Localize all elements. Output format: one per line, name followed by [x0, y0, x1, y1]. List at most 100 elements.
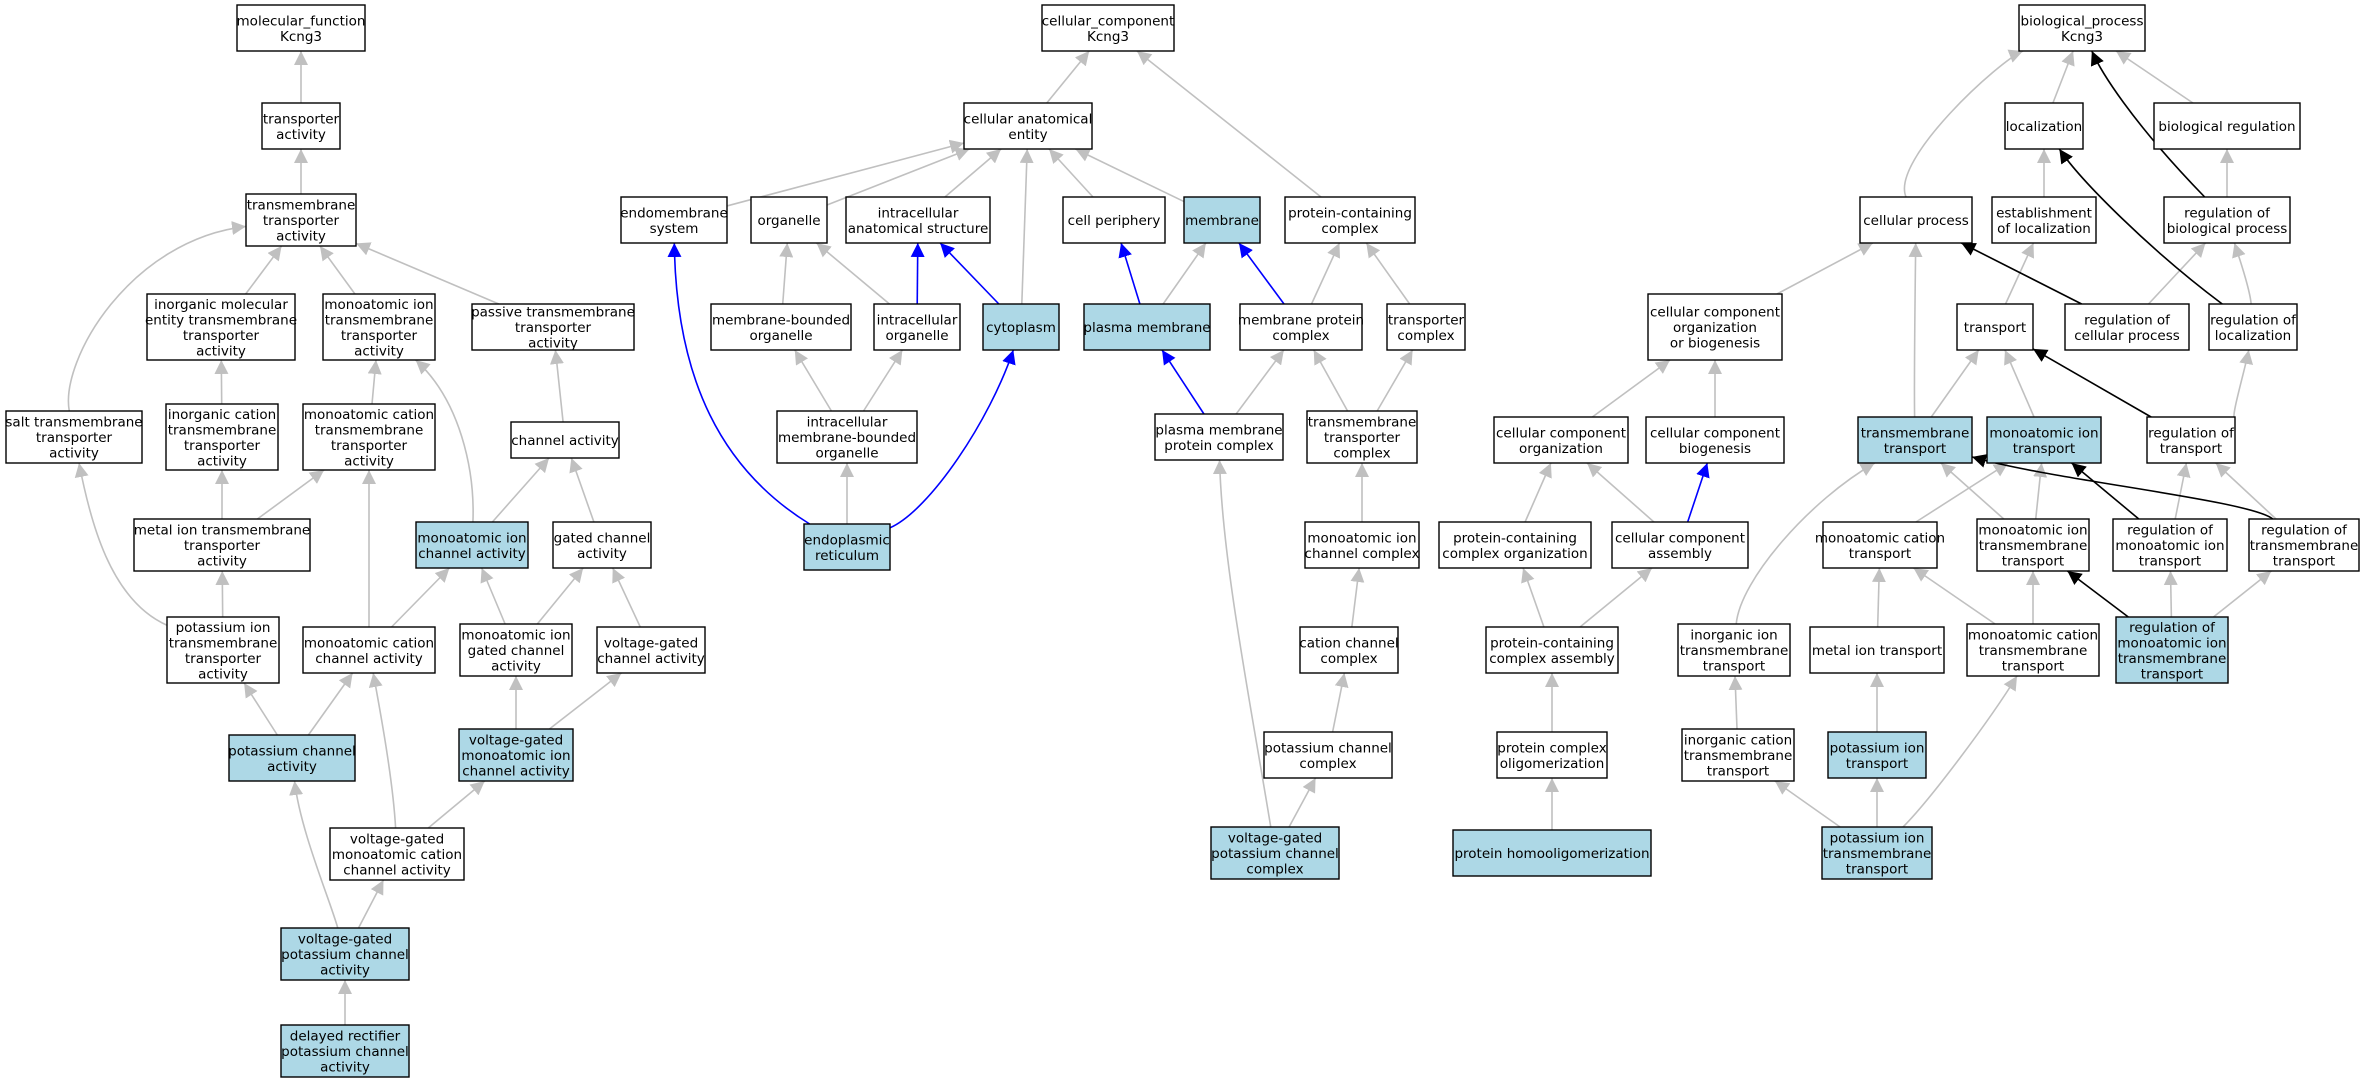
go-term-node-bp-transport[interactable]: transport: [1956, 303, 2034, 351]
go-term-node-cc-plasma-membrane[interactable]: plasma membrane: [1083, 303, 1211, 351]
edge-is-a-bp-inorg-cation-tm-transport-to-bp-inorg-ion-tm-transport: [1728, 675, 1743, 730]
go-term-label-line: transporter: [341, 328, 418, 344]
go-term-box: [133, 518, 311, 572]
go-term-label-line: regulation of: [2261, 523, 2348, 539]
go-term-node-bp-bio-regulation[interactable]: biological regulation: [2153, 102, 2301, 150]
go-term-label-line: transmembrane: [1861, 425, 1970, 441]
go-term-label-line: potassium channel: [281, 947, 409, 963]
go-term-node-bp-localization[interactable]: localization: [2004, 102, 2084, 150]
edge-is-a-bp-pc-complex-assembly-to-bp-pc-complex-org: [1521, 567, 1545, 628]
edge-is-a-cc-tm-transporter-complex-to-cc-transporter-complex: [1376, 349, 1414, 412]
go-term-node-cc-organelle[interactable]: organelle: [750, 196, 828, 244]
go-term-label-line: transmembrane: [1823, 846, 1932, 862]
go-term-label-line: voltage-gated: [604, 635, 698, 651]
go-term-label-line: monoatomic ion: [417, 530, 526, 546]
go-term-node-bp-metal-ion-transport[interactable]: metal ion transport: [1809, 626, 1945, 674]
go-term-label-line: transporter: [263, 213, 340, 229]
go-term-node-mf-channel[interactable]: channel activity: [510, 421, 620, 459]
go-term-node-cc-membrane[interactable]: membrane: [1183, 196, 1261, 244]
go-term-node-bp-protein-homooligomerization[interactable]: protein homooligomerization: [1452, 829, 1652, 877]
go-term-label-line: regulation of: [2084, 312, 2171, 328]
go-term-box: [146, 293, 296, 361]
go-term-node-bp-cellular-process[interactable]: cellular process: [1859, 196, 1973, 244]
go-term-label-line: assembly: [1648, 546, 1712, 562]
edge-is-a-bp-pc-complex-assembly-to-bp-cc-assembly: [1579, 567, 1653, 628]
go-term-box: [2112, 518, 2228, 572]
go-term-node-cc-cytoplasm[interactable]: cytoplasm: [982, 303, 1060, 351]
go-term-label-line: localization: [2215, 328, 2291, 344]
go-term-node-cc-cell-periphery[interactable]: cell periphery: [1062, 196, 1166, 244]
edge-is-a-bp-reg-cellular-process-to-bp-reg-bio-process: [2147, 242, 2207, 305]
